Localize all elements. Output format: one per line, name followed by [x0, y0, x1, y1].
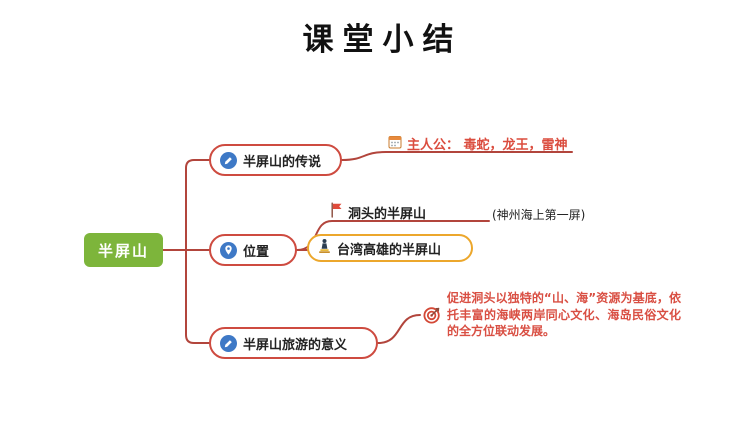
subtopic-label: 洞头的半屏山 — [348, 206, 427, 222]
branch-node-legend: 半屏山的传说 — [209, 144, 342, 176]
pencil-badge-icon — [220, 334, 237, 352]
subtopic-legend-heroes: 主人公： 毒蛇，龙王，雷神 — [388, 134, 568, 153]
branch-label: 半屏山旅游的意义 — [243, 337, 348, 353]
target-icon — [423, 306, 441, 324]
subtopic-kaohsiung: 台湾高雄的半屏山 — [307, 234, 473, 262]
location-badge-icon — [220, 241, 237, 259]
branch-label: 半屏山的传说 — [243, 154, 322, 170]
pencil-badge-icon — [220, 151, 237, 169]
branch-node-location: 位置 — [209, 234, 297, 266]
subtopic-dongtou: 洞头的半屏山 — [330, 202, 426, 222]
slide-title: 课堂小结 — [302, 22, 463, 58]
branch-label: 位置 — [243, 244, 270, 260]
subtopic-label: 台湾高雄的半屏山 — [337, 242, 442, 258]
subtopic-meaning-text: 促进洞头以独特的“山、海”资源为基底，依托丰富的海峡两岸同心文化、海岛民俗文化的… — [447, 291, 681, 338]
subtopic-dongtou-note: (神州海上第一屏) — [492, 208, 586, 222]
root-node: 半屏山 — [84, 233, 163, 267]
subtopic-label: 主人公： 毒蛇，龙王，雷神 — [407, 138, 568, 153]
statue-icon — [317, 238, 332, 258]
root-node-label: 半屏山 — [97, 241, 149, 260]
calendar-icon — [388, 134, 402, 153]
branch-node-meaning: 半屏山旅游的意义 — [209, 327, 378, 359]
flag-icon — [330, 202, 343, 222]
